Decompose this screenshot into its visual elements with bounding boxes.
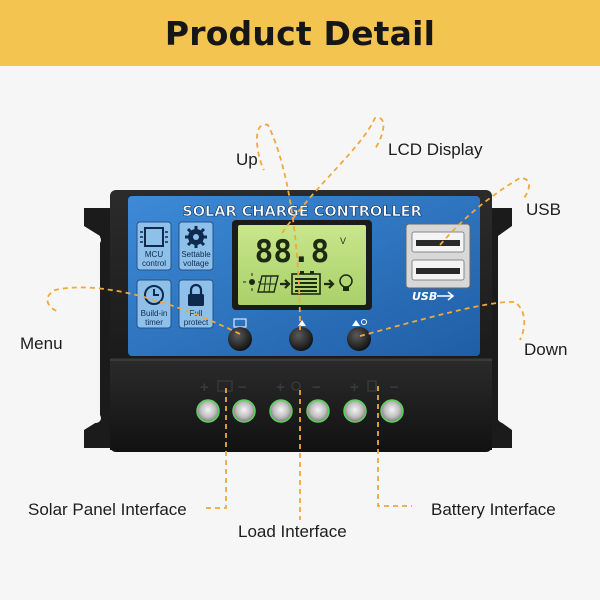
lock-icon <box>188 283 204 306</box>
feature-label-1a: MCU <box>145 250 163 259</box>
feature-label-1b: control <box>142 259 166 268</box>
lcd-panel-icon <box>257 275 279 293</box>
up-button[interactable] <box>289 320 313 351</box>
terminal-solar-negative[interactable] <box>232 399 256 423</box>
feature-label-4a: Full <box>190 309 203 318</box>
clock-icon <box>144 285 164 305</box>
feature-label-4b: protect <box>184 318 209 327</box>
callout-solar-line <box>205 388 227 509</box>
usb-ports <box>405 223 471 289</box>
mount-hole-right-top <box>498 235 508 245</box>
terminal-block <box>110 358 492 450</box>
callout-menu-line <box>46 286 241 335</box>
svg-text:+: + <box>276 379 285 396</box>
lcd-bulb-icon <box>339 274 353 291</box>
terminal-load-positive[interactable] <box>269 399 293 423</box>
lcd-unit: V <box>340 236 346 246</box>
mount-hole-left-bottom <box>91 413 101 423</box>
callout-solar-label: Solar Panel Interface <box>28 500 187 519</box>
down-button[interactable] <box>347 319 371 352</box>
feature-mcu: MCU control <box>136 221 172 271</box>
lcd-display: 88.8 V <box>232 220 372 310</box>
terminal-battery-negative[interactable] <box>380 399 404 423</box>
page-title: Product Detail <box>164 13 436 53</box>
callout-usb-label: USB <box>526 200 561 219</box>
callout-lines <box>46 117 530 520</box>
callout-menu-label: Menu <box>20 334 63 353</box>
callout-battery-line <box>377 386 412 507</box>
mount-hole-right-bottom <box>498 413 508 423</box>
svg-text:+: + <box>350 379 359 396</box>
callout-load-label: Load Interface <box>238 522 347 541</box>
lcd-arrow-icon <box>280 279 291 289</box>
feature-label-2b: voltage <box>183 259 209 268</box>
feature-voltage: Settable voltage <box>178 221 214 271</box>
usb-logo: USB <box>412 290 437 303</box>
down-arrow-icon <box>352 320 360 326</box>
gear-icon <box>185 226 207 248</box>
svg-text:−: − <box>238 379 247 396</box>
callout-up-line <box>256 123 301 331</box>
usb-logo-icon <box>437 291 455 301</box>
svg-text:+: + <box>200 379 209 396</box>
terminal-load-negative[interactable] <box>306 399 330 423</box>
callout-down-line <box>359 301 526 341</box>
svg-text:−: − <box>390 379 399 396</box>
lcd-sun-icon <box>243 273 261 291</box>
callout-usb-line <box>439 177 530 246</box>
feature-label-3a: Build-in <box>141 309 168 318</box>
callout-down-label: Down <box>524 340 568 359</box>
panel-title: SOLAR CHARGE CONTROLLER <box>182 204 422 220</box>
mcu-chip-icon <box>144 227 164 247</box>
feature-label-3b: timer <box>145 318 163 327</box>
feature-protect: Full protect <box>178 279 214 329</box>
lcd-arrow-icon-2 <box>324 279 335 289</box>
callout-battery-label: Battery Interface <box>431 500 556 519</box>
header-banner: Product Detail <box>0 0 600 66</box>
feature-label-2a: Settable <box>181 250 211 259</box>
terminal-battery-positive[interactable] <box>343 399 367 423</box>
callout-up-label: Up <box>236 150 258 169</box>
feature-timer: Build-in timer <box>136 279 172 329</box>
lcd-digits: 88.8 <box>255 234 330 270</box>
terminal-screws <box>196 399 404 423</box>
callout-lcd-line <box>281 117 385 234</box>
lcd-battery-icon <box>291 271 321 295</box>
terminal-solar-positive[interactable] <box>196 399 220 423</box>
bulb-glyph-icon <box>361 319 367 325</box>
callout-lcd-label: LCD Display <box>388 140 483 159</box>
svg-text:−: − <box>312 379 321 396</box>
menu-button[interactable] <box>228 318 252 351</box>
terminal-polarity-marks: + − + − + − <box>200 379 399 396</box>
load-terminal-icon <box>291 381 301 391</box>
mount-hole-left-top <box>91 235 101 245</box>
solar-terminal-icon <box>217 380 233 392</box>
up-arrow-icon <box>298 320 306 326</box>
battery-terminal-icon <box>367 380 377 392</box>
